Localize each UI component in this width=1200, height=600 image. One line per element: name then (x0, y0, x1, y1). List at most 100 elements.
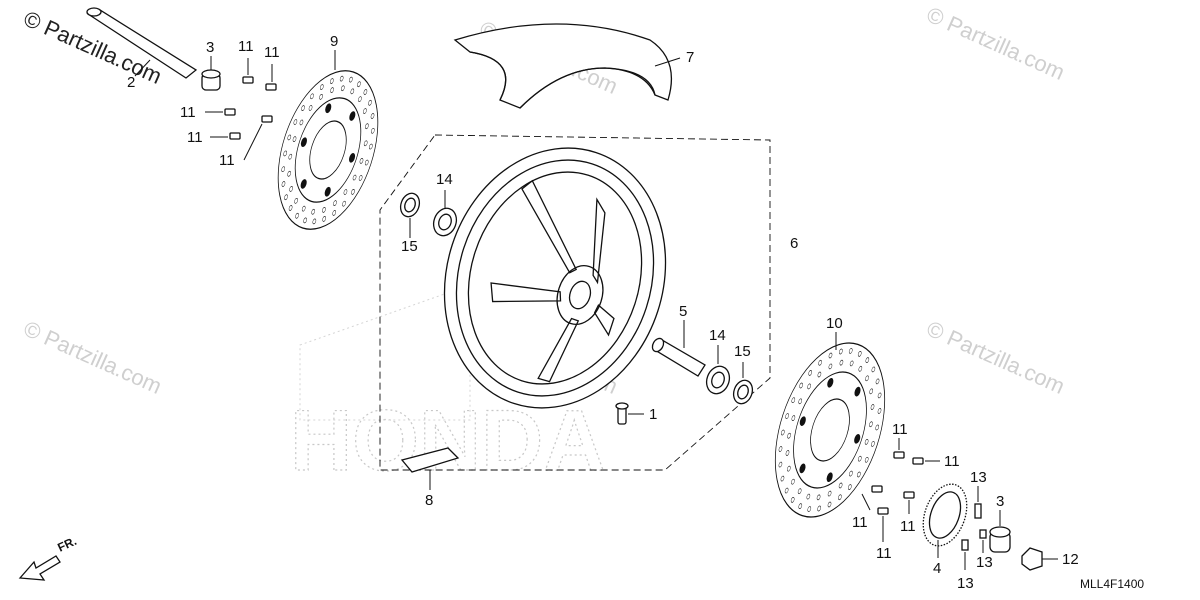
disc-hole (358, 175, 363, 181)
disc-hole (791, 397, 796, 404)
disc-bolt-part-11[interactable] (265, 64, 277, 91)
collar-part-3-top[interactable] (201, 56, 221, 91)
bearing-part-14-bottom[interactable] (703, 345, 733, 397)
disc-hole (838, 482, 843, 489)
disc-hole (294, 197, 298, 204)
disc-bolt-part-11[interactable] (261, 115, 273, 123)
disc-hole (875, 424, 879, 431)
disc-hole (287, 170, 291, 177)
diagram-code: MLL4F1400 (1080, 577, 1144, 591)
callout-2: 2 (127, 74, 135, 91)
disc-hole (780, 475, 785, 482)
callout-11: 11 (180, 104, 196, 121)
callout-14: 14 (709, 327, 726, 344)
disc-hole (817, 371, 822, 378)
collar-part-3-bottom[interactable] (989, 510, 1011, 553)
disc-rivet (325, 103, 332, 114)
axle-bolt-part-12[interactable] (1021, 547, 1058, 571)
valve-part-1[interactable] (615, 402, 644, 425)
callout-5: 5 (679, 303, 687, 320)
disc-hole (818, 359, 822, 366)
disc-hole (849, 360, 854, 367)
bolt-part-13[interactable] (979, 529, 987, 553)
disc-rivet (854, 434, 861, 444)
callout-15: 15 (401, 238, 418, 255)
callout-9: 9 (330, 33, 338, 50)
disc-hole (849, 470, 853, 477)
callout-3: 3 (996, 493, 1004, 510)
watermark: © Partzilla.com (923, 316, 1069, 399)
seal-part-15-top[interactable] (397, 191, 422, 238)
balance-weight-part-8[interactable] (400, 447, 460, 490)
disc-hole (828, 352, 833, 359)
disc-hole (857, 471, 861, 478)
disc-bolt-part-11[interactable] (210, 132, 241, 140)
disc-hole (343, 189, 348, 195)
pulser-ring-part-4[interactable] (915, 478, 974, 558)
disc-bolt-part-11[interactable] (912, 457, 940, 465)
disc-rivet (799, 463, 806, 474)
disc-hole (857, 455, 862, 462)
disc-hole (363, 89, 368, 95)
watermark: © Partzilla.com (923, 2, 1069, 85)
disc-hole (289, 186, 293, 192)
disc-hole (371, 127, 375, 134)
disc-hole (308, 105, 313, 111)
honda-logo-watermark: HONDA (289, 284, 606, 490)
brake-disc-part-10[interactable] (755, 329, 905, 531)
disc-hole (827, 490, 832, 497)
disc-hole (330, 78, 334, 84)
disc-bolt-part-11[interactable] (903, 491, 915, 514)
disc-hole (369, 143, 373, 150)
disc-hole (312, 218, 317, 225)
disc-hole (319, 93, 323, 100)
bolt-part-13[interactable] (974, 486, 982, 519)
disc-hole (848, 348, 853, 354)
axle-part-2[interactable] (86, 7, 198, 79)
disc-bolt-part-11[interactable] (877, 507, 889, 542)
bolt-part-13[interactable] (961, 539, 969, 570)
callout-11: 11 (876, 545, 892, 562)
disc-hole (292, 136, 297, 142)
disc-rivet (349, 111, 356, 121)
disc-hole (787, 432, 791, 439)
disc-hole (865, 357, 870, 363)
disc-hole (322, 216, 326, 222)
brake-disc-part-9[interactable] (260, 58, 396, 242)
disc-hole (785, 413, 789, 419)
distance-collar-part-5[interactable] (650, 320, 706, 377)
disc-hole (864, 439, 869, 445)
disc-hole (816, 494, 821, 501)
seal-part-15-bottom[interactable] (730, 362, 755, 406)
disc-hole (806, 493, 811, 500)
disc-hole (799, 382, 803, 389)
wheel-part-6[interactable] (411, 119, 698, 437)
disc-hole (350, 88, 355, 95)
callout-11: 11 (900, 518, 916, 535)
callout-11: 11 (238, 38, 254, 55)
disc-hole (869, 421, 873, 428)
disc-bolt-part-11[interactable] (242, 58, 254, 84)
disc-hole (281, 181, 286, 187)
callout-11: 11 (892, 421, 908, 438)
disc-hole (877, 408, 882, 414)
disc-hole (864, 456, 869, 463)
disc-bolt-part-11[interactable] (893, 438, 905, 459)
wheel-spoke (490, 282, 562, 303)
disc-hole (311, 208, 315, 215)
disc-rivet (324, 186, 331, 197)
disc-hole (797, 488, 802, 495)
disc-hole (790, 497, 795, 503)
bearing-part-14-top[interactable] (430, 190, 460, 239)
disc-hole (798, 503, 803, 509)
tire-part-7[interactable] (453, 23, 681, 109)
disc-hole (365, 123, 369, 130)
callout-13: 13 (957, 575, 974, 592)
disc-rivet (826, 472, 833, 483)
disc-bolt-part-11[interactable] (205, 108, 236, 116)
disc-hole (858, 365, 863, 372)
disc-hole (333, 200, 337, 207)
disc-bolt-part-11[interactable] (861, 485, 883, 511)
disc-hole (330, 87, 334, 93)
callout-12: 12 (1062, 551, 1079, 568)
